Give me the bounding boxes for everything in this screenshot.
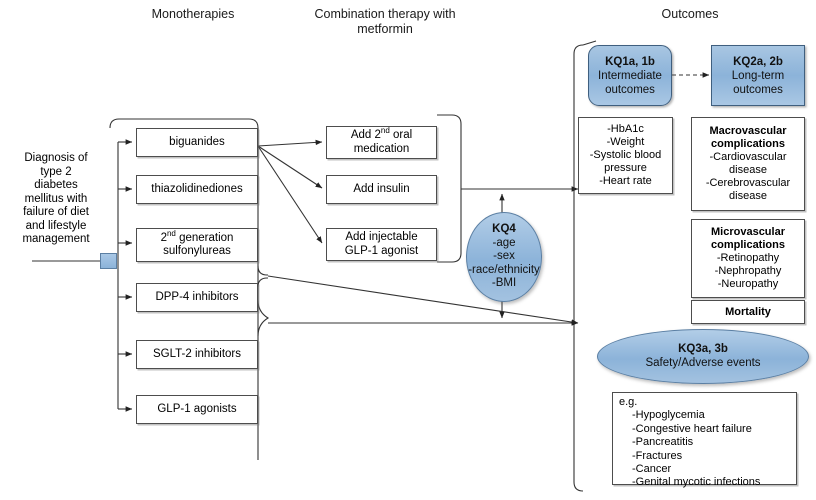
monotherapy-label: GLP-1 agonists xyxy=(157,402,237,415)
monotherapy-dpp4-inhibitors[interactable]: DPP-4 inhibitors xyxy=(136,283,258,312)
monotherapy-label: biguanides xyxy=(169,135,225,148)
kq1-title: KQ1a, 1b xyxy=(605,55,655,68)
macrovascular-title: Macrovascular complications xyxy=(709,125,787,150)
adverse-eg-label: e.g. xyxy=(619,396,638,408)
header-combination: Combination therapy with metformin xyxy=(314,7,456,36)
microvascular-title: Microvascular complications xyxy=(711,226,785,251)
adverse-item: -Hypoglycemia xyxy=(632,409,705,422)
kq3-subtitle: Safety/Adverse events xyxy=(645,356,761,369)
combination-label: Add insulin xyxy=(353,182,410,195)
monotherapy-sulfonylureas[interactable]: 2nd generation sulfonylureas xyxy=(136,228,258,262)
intermediate-items: -HbA1c -Weight -Systolic blood pressure … xyxy=(589,123,662,187)
adverse-item: -Genital mycotic infections xyxy=(632,476,761,489)
intermediate-outcomes-list: -HbA1c -Weight -Systolic blood pressure … xyxy=(578,117,673,194)
macrovascular-items: -Cardiovascular disease -Cerebrovascular… xyxy=(705,151,791,202)
kq3-safety-adverse-events-ellipse[interactable]: KQ3a, 3b Safety/Adverse events xyxy=(597,329,809,384)
kq3-title: KQ3a, 3b xyxy=(678,343,728,355)
adverse-item: -Cancer xyxy=(632,463,672,476)
monotherapy-label: thiazolidinediones xyxy=(151,182,243,195)
combination-add-insulin[interactable]: Add insulin xyxy=(326,175,437,204)
kq2-title: KQ2a, 2b xyxy=(733,55,783,68)
adverse-item: -Congestive heart failure xyxy=(632,422,752,435)
superscript-nd: nd xyxy=(166,228,176,238)
population-label: Diagnosis of type 2 diabetes mellitus wi… xyxy=(22,152,90,245)
combination-add-second-oral[interactable]: Add 2nd oral medication xyxy=(326,126,437,159)
microvascular-complications-box: Microvascular complications -Retinopathy… xyxy=(691,219,805,298)
monotherapy-biguanides[interactable]: biguanides xyxy=(136,128,258,157)
monotherapy-label: 2nd generation sulfonylureas xyxy=(160,228,234,257)
combination-add-injectable-glp1[interactable]: Add injectable GLP-1 agonist xyxy=(326,228,437,261)
monotherapy-thiazolidinediones[interactable]: thiazolidinediones xyxy=(136,175,258,204)
kq1-subtitle: Intermediate outcomes xyxy=(598,69,662,96)
kq2-subtitle: Long-term outcomes xyxy=(731,69,785,96)
monotherapy-label: SGLT-2 inhibitors xyxy=(153,347,241,360)
adverse-item: -Fractures xyxy=(632,449,683,462)
combination-label: Add injectable GLP-1 agonist xyxy=(344,231,419,257)
kq2-long-term-outcomes[interactable]: KQ2a, 2b Long-term outcomes xyxy=(711,45,805,106)
monotherapy-glp1-agonists[interactable]: GLP-1 agonists xyxy=(136,395,258,424)
entry-connector-square xyxy=(100,253,117,269)
adverse-events-list: e.g. -Hypoglycemia -Congestive heart fai… xyxy=(612,392,797,488)
combination-label: Add 2nd oral medication xyxy=(350,126,413,155)
kq4-title: KQ4 xyxy=(492,223,516,236)
macrovascular-complications-box: Macrovascular complications -Cardiovascu… xyxy=(691,117,805,211)
kq1-intermediate-outcomes[interactable]: KQ1a, 1b Intermediate outcomes xyxy=(588,45,672,106)
mortality-label: Mortality xyxy=(725,305,771,318)
header-monotherapies: Monotherapies xyxy=(151,7,235,21)
microvascular-items: -Retinopathy -Nephropathy -Neuropathy xyxy=(714,252,782,290)
superscript-nd: nd xyxy=(380,126,390,136)
adverse-item: -Pancreatitis xyxy=(632,436,694,449)
mortality-box: Mortality xyxy=(691,300,805,324)
header-outcomes: Outcomes xyxy=(661,7,719,21)
monotherapy-sglt2-inhibitors[interactable]: SGLT-2 inhibitors xyxy=(136,340,258,369)
kq4-modifiers-ellipse[interactable]: KQ4 -age -sex -race/ethnicity -BMI xyxy=(466,212,542,302)
monotherapy-label: DPP-4 inhibitors xyxy=(155,290,239,303)
kq4-items: -age -sex -race/ethnicity -BMI xyxy=(468,236,540,290)
